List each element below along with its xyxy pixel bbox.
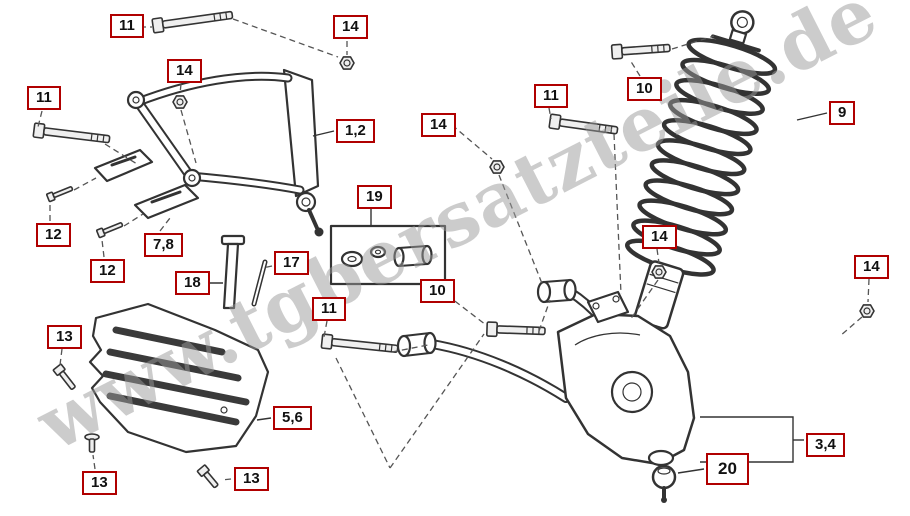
bolt-icon: [548, 113, 619, 135]
callout-10-shock-top-bolt[interactable]: 10: [627, 77, 662, 101]
upper-control-arm-drawing: [126, 68, 324, 237]
nut-icon: [651, 265, 667, 279]
cotter-pin-drawing: [251, 259, 268, 307]
callout-14-shock-nut[interactable]: 14: [854, 255, 889, 279]
callout-20-ball-joint[interactable]: 20: [706, 453, 749, 485]
callout-11-lower-arm-rear-bolt[interactable]: 11: [534, 84, 568, 108]
screw-icon: [52, 363, 76, 391]
callout-14-lower-rear-nut[interactable]: 14: [421, 113, 456, 137]
callout-7-8-brackets[interactable]: 7,8: [144, 233, 183, 257]
retainer-plate-drawing: [220, 234, 246, 310]
callout-1-2-upper-control-arm[interactable]: 1,2: [336, 119, 375, 143]
bolt-icon: [151, 10, 234, 34]
callout-17-pin[interactable]: 17: [274, 251, 309, 275]
bolt-icon: [486, 321, 546, 338]
callout-10-pivot-bolt[interactable]: 10: [420, 279, 455, 303]
bolt-icon: [32, 122, 111, 144]
callout-11-upper-arm-front-bolt[interactable]: 11: [27, 86, 61, 110]
callout-5-6-skid-plate[interactable]: 5,6: [273, 406, 312, 430]
callout-19-bushing-kit[interactable]: 19: [357, 185, 392, 209]
lower-control-arm-drawing: [396, 278, 696, 503]
skid-plate-drawing: [88, 302, 270, 454]
nut-icon: [339, 56, 355, 70]
callout-11-lower-arm-front-bolt[interactable]: 11: [312, 297, 346, 321]
nut-icon: [172, 95, 188, 109]
callout-12-bracket-screw-a[interactable]: 12: [36, 223, 71, 247]
screw-icon: [96, 222, 124, 239]
callout-18-retainer-plate[interactable]: 18: [175, 271, 210, 295]
screw-icon: [46, 186, 74, 203]
callout-14-upper-rear-nut[interactable]: 14: [333, 15, 368, 39]
callout-14-upper-front-nut[interactable]: 14: [167, 59, 202, 83]
dashed-leader-lines: [37, 18, 870, 481]
bolt-icon: [610, 43, 671, 60]
push-pin-icon: [84, 433, 100, 453]
callout-13-skid-screw-a[interactable]: 13: [47, 325, 82, 349]
callout-3-4-lower-arm-assembly[interactable]: 3,4: [806, 433, 845, 457]
screw-icon: [196, 464, 219, 489]
mount-brackets-drawing: [93, 148, 200, 220]
callout-11-upper-arm-rear-bolt[interactable]: 11: [110, 14, 144, 38]
shock-absorber-drawing: [625, 10, 778, 357]
nut-icon: [859, 304, 875, 318]
callout-13-skid-screw-b[interactable]: 13: [234, 467, 269, 491]
bushing-kit-box-drawing: [329, 224, 447, 286]
callout-14-arm-nut[interactable]: 14: [642, 225, 677, 249]
callout-13-skid-pin[interactable]: 13: [82, 471, 117, 495]
bolt-icon: [320, 333, 399, 354]
callout-12-bracket-screw-b[interactable]: 12: [90, 259, 125, 283]
nut-icon: [489, 160, 505, 174]
callout-9-shock-absorber[interactable]: 9: [829, 101, 856, 125]
